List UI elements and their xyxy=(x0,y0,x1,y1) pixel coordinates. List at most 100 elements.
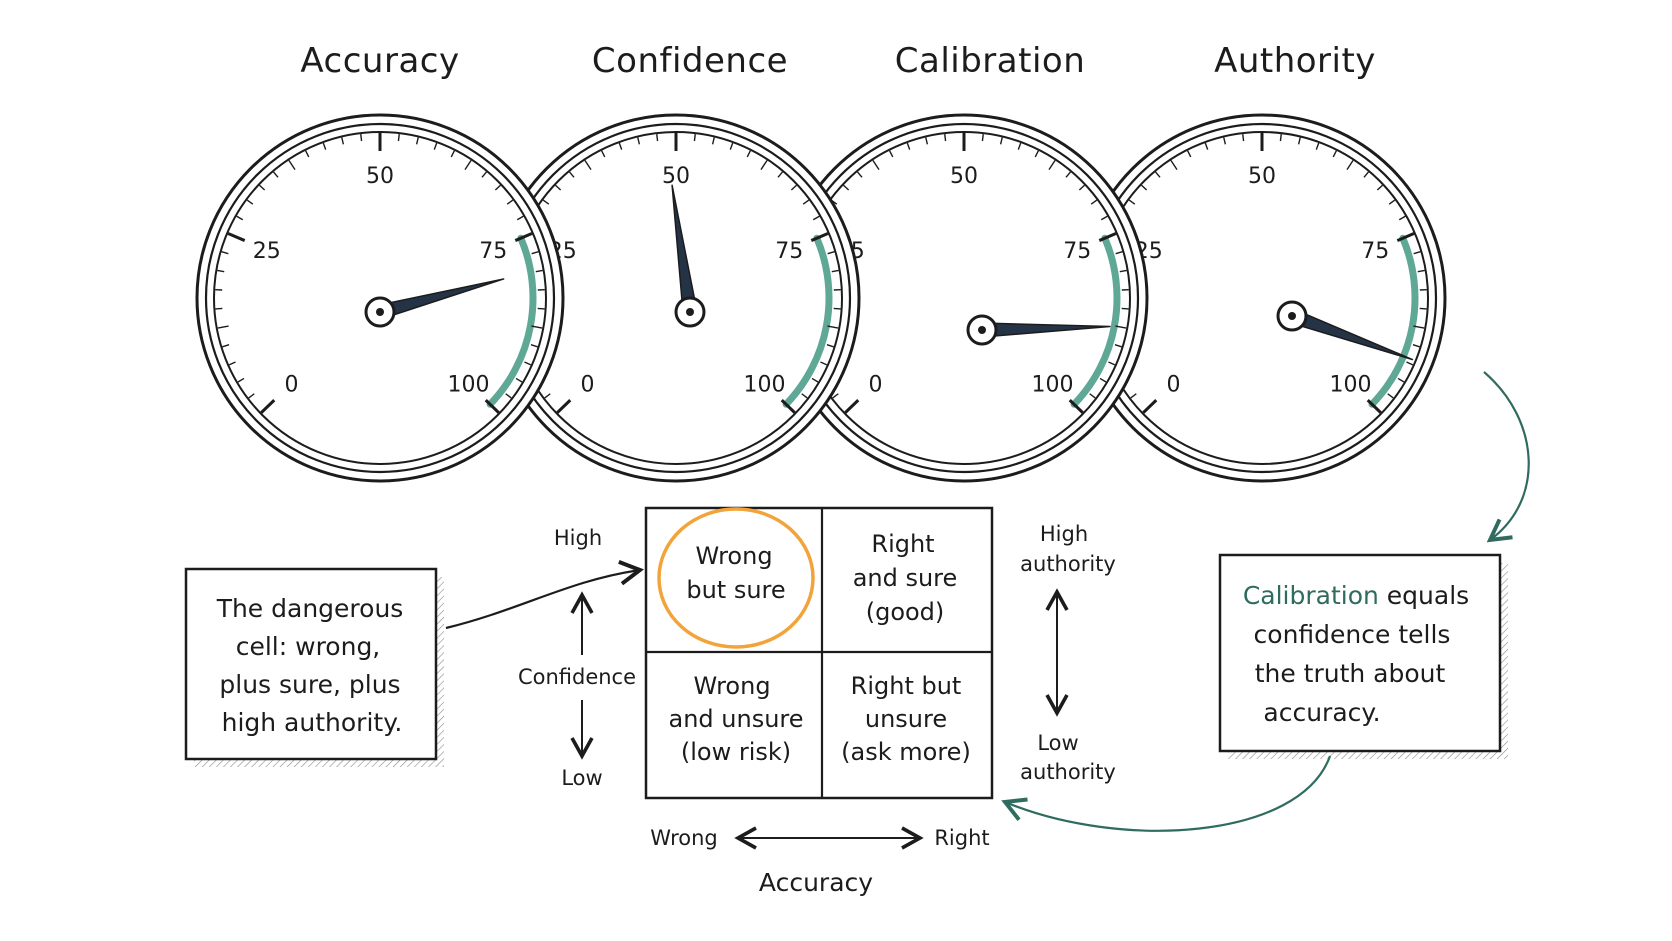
cell-bottom-left-line-2: and unsure xyxy=(668,705,803,733)
gauge-hub-center xyxy=(686,308,694,316)
gauge-hub-center xyxy=(978,326,986,334)
gauge-minor-tick xyxy=(1078,184,1085,191)
gauge-minor-tick xyxy=(790,184,797,191)
cell-bottom-left-line-1: Wrong xyxy=(693,672,770,700)
gauge-major-tick xyxy=(780,399,796,414)
gauge-major-tick xyxy=(514,232,533,242)
gauge-minor-tick xyxy=(222,344,230,348)
gauge-minor-tick xyxy=(1417,269,1425,273)
gauge-minor-tick xyxy=(1297,137,1301,145)
right-note-line-2: confidence tells xyxy=(1254,620,1451,649)
gauge-minor-tick xyxy=(777,171,784,178)
gauge-tick-label: 50 xyxy=(366,164,394,189)
gauge-major-tick xyxy=(810,232,829,242)
left-note-box xyxy=(184,567,438,761)
gauge-minor-tick xyxy=(1315,142,1320,150)
gauge-tick-label: 75 xyxy=(479,239,507,264)
gauge-minor-tick xyxy=(1108,361,1116,366)
gauge-tick-label: 0 xyxy=(1167,372,1181,397)
confidence-axis-high: High xyxy=(554,526,602,550)
gauge-minor-tick xyxy=(711,137,715,145)
gauge-minor-tick xyxy=(1017,142,1022,150)
gauge-tick-label: 50 xyxy=(950,164,978,189)
gauge-major-tick xyxy=(1068,399,1084,414)
gauge-tick-label: 75 xyxy=(775,239,803,264)
gauge-minor-tick xyxy=(542,199,550,205)
gauge-major-tick xyxy=(484,399,500,414)
gauge-minor-tick xyxy=(481,171,488,178)
gauge-minor-tick xyxy=(618,142,623,150)
left-note-line-3: plus sure, plus xyxy=(219,670,400,699)
gauge-minor-tick xyxy=(584,160,592,170)
gauge-minor-tick xyxy=(1154,171,1161,178)
authority-to-note-arrow xyxy=(1483,371,1530,543)
right-note-line-1-rest: equals xyxy=(1379,581,1469,610)
gauge-tick-label: 25 xyxy=(253,239,281,264)
cell-top-left-line-2: but sure xyxy=(686,576,785,604)
right-note-line-4: accuracy. xyxy=(1263,698,1380,727)
gauge-minor-tick xyxy=(544,393,551,399)
cell-top-left-line-1: Wrong xyxy=(695,542,772,570)
gauge-minor-tick xyxy=(568,171,575,178)
gauge-minor-tick xyxy=(555,184,562,191)
right-note: Calibration equals confidence tells the … xyxy=(1218,553,1508,759)
gauge-minor-tick xyxy=(217,269,225,273)
gauge-minor-tick xyxy=(1130,393,1137,399)
gauge-minor-tick xyxy=(1090,199,1098,205)
gauge-major-tick xyxy=(260,399,276,414)
gauge-tick-label: 100 xyxy=(447,372,489,397)
gauge-minor-tick xyxy=(415,137,419,145)
gauge-good-zone-arc xyxy=(782,234,833,408)
gauge-minor-tick xyxy=(516,215,524,221)
gauge-good-zone-arc xyxy=(1368,234,1419,408)
gauge-minor-tick xyxy=(1398,215,1406,221)
gauge-major-tick xyxy=(1142,399,1158,414)
danger-cell-highlight-circle xyxy=(657,507,815,649)
gauge-minor-tick xyxy=(1119,269,1127,273)
accuracy-axis-wrong: Wrong xyxy=(650,826,717,850)
gauge-minor-tick xyxy=(1387,393,1394,399)
gauge-minor-tick xyxy=(246,199,254,205)
cell-bottom-left-line-3: (low risk) xyxy=(681,738,791,766)
gauge-minor-tick xyxy=(530,344,538,348)
gauge-minor-tick xyxy=(1363,171,1370,178)
right-note-line-3: the truth about xyxy=(1255,659,1446,688)
gauge-minor-tick xyxy=(433,142,438,150)
gauge-minor-tick xyxy=(693,134,696,142)
gauge-major-tick xyxy=(1366,399,1382,414)
gauge-minor-tick xyxy=(236,215,244,221)
gauge-minor-tick xyxy=(1412,344,1420,348)
gauge-minor-tick xyxy=(506,199,514,205)
gauge-minor-tick xyxy=(1346,160,1354,170)
gauge-minor-tick xyxy=(746,150,752,158)
gauge-minor-tick xyxy=(1034,150,1040,158)
gauge-minor-tick xyxy=(450,150,456,158)
gauge-minor-tick xyxy=(827,325,839,329)
gauge-minor-tick xyxy=(1114,344,1122,348)
gauge-minor-tick xyxy=(656,134,659,142)
gauge-minor-tick xyxy=(1204,142,1209,150)
gauge-title-calibration: Calibration xyxy=(895,41,1086,81)
note-to-matrix-arrow xyxy=(1001,755,1332,832)
gauge-minor-tick xyxy=(1099,377,1107,383)
gauge-minor-tick xyxy=(464,160,472,170)
gauge-minor-tick xyxy=(228,361,236,366)
gauge-minor-tick xyxy=(1332,150,1338,158)
gauge-minor-tick xyxy=(872,160,880,170)
gauge-minor-tick xyxy=(827,251,835,255)
gauge-tick-label: 75 xyxy=(1063,239,1091,264)
gauge-minor-tick xyxy=(1388,199,1396,205)
gauge-minor-tick xyxy=(811,377,819,383)
gauge-bezel-ring xyxy=(204,122,556,474)
left-note-line-4: high authority. xyxy=(222,708,403,737)
outcome-matrix: Wrong but sure Right and sure (good) Wro… xyxy=(644,506,994,800)
gauge-title-accuracy: Accuracy xyxy=(300,41,459,81)
gauge-tick-label: 100 xyxy=(1031,372,1073,397)
gauge-minor-tick xyxy=(1223,137,1227,145)
gauge-minor-tick xyxy=(1376,184,1383,191)
gauge-title-authority: Authority xyxy=(1214,41,1376,81)
gauge-good-zone-arc xyxy=(1070,234,1121,408)
gauge-major-tick xyxy=(227,232,246,242)
